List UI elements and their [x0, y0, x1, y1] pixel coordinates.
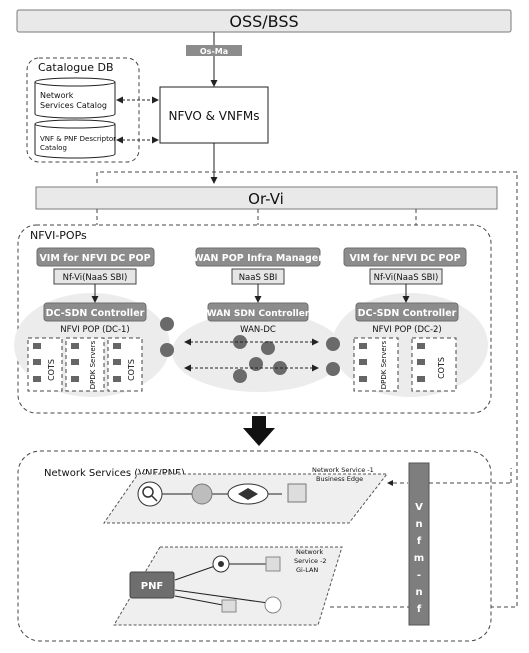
ns-catalog-line2: Services Catalog	[40, 101, 107, 110]
pnf-box: PNF	[129, 571, 175, 599]
dc1-cots-1-label: COTS	[47, 359, 56, 381]
dc2-dpdk-rack: DPDK Servers	[353, 337, 399, 392]
ns-catalog-line1: Network	[40, 91, 74, 100]
nfvo-vnfm-box: NFVO & VNFMs	[159, 86, 269, 144]
vnf-icon	[265, 556, 281, 572]
vim-left-label: VIM for NFVI DC POP	[39, 253, 150, 264]
dc2-cots-label: COTS	[437, 357, 446, 379]
nfvi-left-label: Nf-Vi(NaaS SBI)	[63, 273, 128, 283]
naas-sbi-box: NaaS SBI	[231, 268, 285, 285]
wan-sdn-label: WAN SDN Controller	[207, 309, 310, 319]
nfvi-right-label: Nf-Vi(NaaS SBI)	[374, 273, 439, 283]
pnf-label: PNF	[141, 581, 164, 592]
dc2-cots-rack: COTS	[411, 337, 457, 392]
oss-bss-bar: OSS/BSS	[16, 9, 512, 33]
router-icon	[261, 341, 275, 355]
wan-dc-label: WAN-DC	[240, 325, 276, 335]
network-service-2-plane: Network Service -2 Gi-LAN PNF	[113, 546, 343, 626]
router-icon	[233, 369, 247, 383]
dc1-cots-2-label: COTS	[127, 359, 136, 381]
naas-sbi-label: NaaS SBI	[239, 273, 278, 283]
down-arrow-icon	[243, 416, 275, 446]
vnfm-char-4: -	[417, 570, 421, 581]
catalogue-db: Catalogue DB Network Services Catalog VN…	[26, 57, 140, 163]
storage-icon	[191, 483, 213, 505]
vnfm-char-3: m	[414, 553, 424, 564]
vnfm-char-6: f	[417, 604, 422, 615]
network-services-catalog-db-icon	[34, 77, 116, 119]
network-services-title: Network Services (VNF/PNF)	[44, 468, 185, 479]
wan-manager-box: WAN POP Infra Manager	[193, 247, 323, 267]
dc2-dpdk-label: DPDK Servers	[380, 340, 388, 389]
vnfm-nf-column: V n f m - n f	[408, 462, 430, 626]
wan-cloud	[172, 312, 344, 392]
os-ma-interface: Os-Ma	[186, 45, 242, 56]
nfvi-pop-dc1-label: NFVI POP (DC-1)	[60, 325, 130, 335]
dc-sdn-right-box: DC-SDN Controller	[355, 302, 459, 322]
or-vi-label: Or-Vi	[248, 190, 284, 208]
wan-sdn-box: WAN SDN Controller	[207, 302, 310, 322]
catalogue-db-title: Catalogue DB	[38, 61, 114, 74]
dc-sdn-left-label: DC-SDN Controller	[46, 308, 145, 319]
router-icon	[249, 357, 263, 371]
vim-right-label: VIM for NFVI DC POP	[349, 253, 460, 264]
dc1-dpdk-label: DPDK Servers	[89, 340, 97, 389]
dc1-dpdk-rack: DPDK Servers	[65, 337, 105, 392]
dc-sdn-right-label: DC-SDN Controller	[358, 308, 457, 319]
vnfm-char-1: n	[415, 519, 422, 530]
nfvi-left-box: Nf-Vi(NaaS SBI)	[53, 268, 137, 285]
vnf-pnf-catalog-db-icon	[34, 119, 116, 159]
os-ma-label: Os-Ma	[200, 47, 228, 56]
vnfm-char-0: V	[415, 502, 423, 513]
ns2-label-line2: Service -2	[294, 557, 327, 565]
wan-manager-label: WAN POP Infra Manager	[193, 253, 323, 264]
nfvi-right-box: Nf-Vi(NaaS SBI)	[369, 268, 443, 285]
firewall-icon	[221, 599, 237, 613]
dc1-cots-rack-1: COTS	[27, 337, 63, 392]
vnf-catalog-line1: VNF & PNF Descriptor	[40, 135, 116, 143]
router-icon	[326, 337, 340, 351]
dc-sdn-left-box: DC-SDN Controller	[43, 302, 147, 322]
dc1-cots-rack-2: COTS	[107, 337, 143, 392]
vim-right-box: VIM for NFVI DC POP	[343, 247, 467, 267]
nfvi-pops-title: NFVI-POPs	[30, 229, 87, 242]
ns2-label-line1: Network	[296, 548, 323, 556]
or-vi-bar: Or-Vi	[35, 186, 498, 210]
server-icon	[287, 483, 307, 503]
router-icon	[160, 343, 174, 357]
ns1-label-line2: Business Edge	[316, 475, 363, 483]
vnf-catalog-line2: Catalog	[40, 144, 67, 152]
nfvo-label: NFVO & VNFMs	[168, 109, 259, 123]
router-icon	[326, 362, 340, 376]
vim-left-box: VIM for NFVI DC POP	[36, 247, 155, 267]
function-icon	[264, 596, 282, 614]
ns1-label-line1: Network Service -1	[312, 466, 374, 474]
network-service-1-plane: Network Service -1 Business Edge	[103, 466, 389, 524]
nfvi-pop-dc2-label: NFVI POP (DC-2)	[372, 325, 442, 335]
vnfm-char-5: n	[415, 587, 422, 598]
vnfm-char-2: f	[417, 536, 422, 547]
ns2-label-line3: Gi-LAN	[296, 566, 318, 574]
search-icon	[137, 481, 163, 507]
router-icon	[160, 317, 174, 331]
oss-bss-label: OSS/BSS	[229, 12, 298, 31]
